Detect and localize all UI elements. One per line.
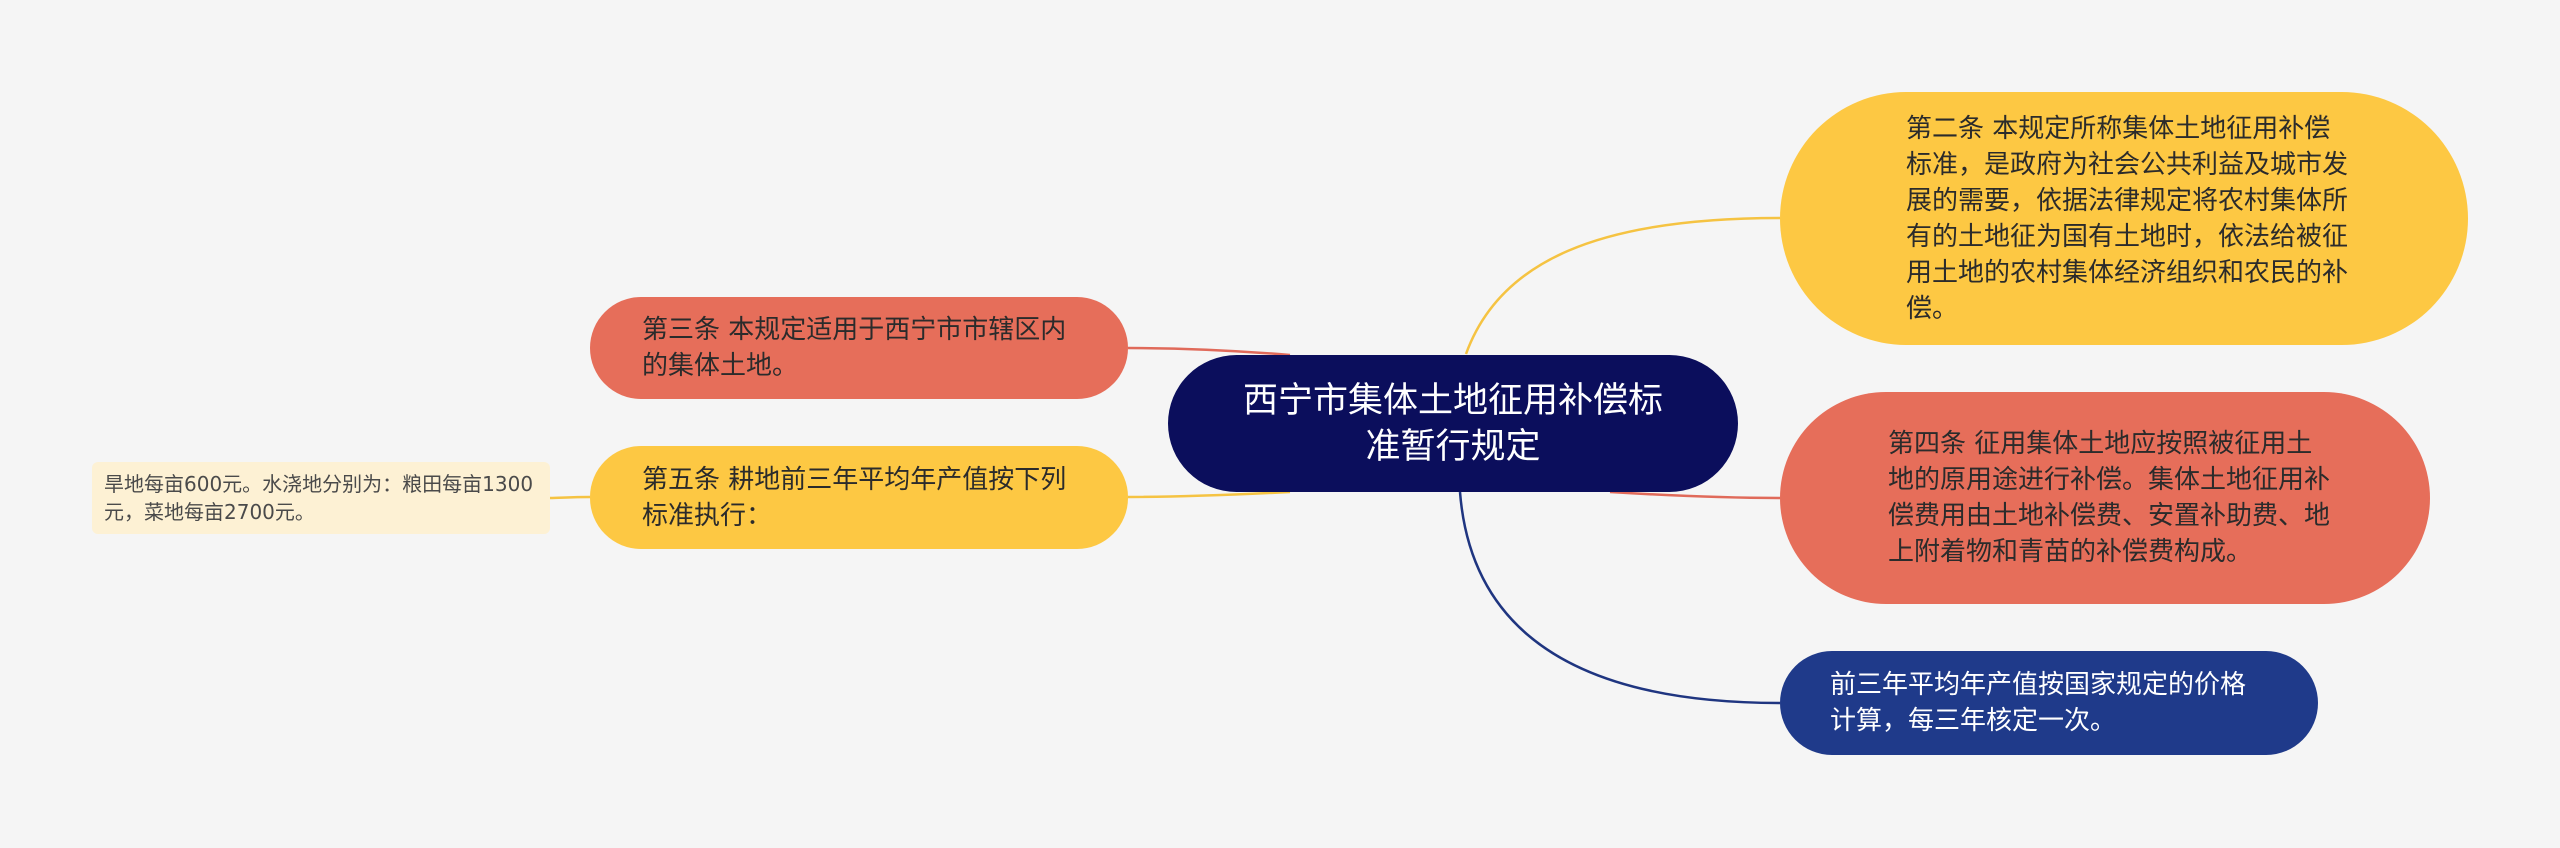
article2-text: 第二条 本规定所称集体土地征用补偿标准，是政府为社会公共利益及城市发展的需要，依… — [1906, 113, 2349, 324]
article5-text: 第五条 耕地前三年平均年产值按下列标准执行： — [642, 464, 1067, 531]
link-root-article4 — [1609, 490, 1781, 500]
link-root-article5 — [1127, 490, 1291, 499]
link-root-article2 — [1464, 216, 1781, 355]
branch-article4[interactable]: 第四条 征用集体土地应按照被征用土地的原用途进行补偿。集体土地征用补偿费用由土地… — [1780, 392, 2430, 604]
article4-text: 第四条 征用集体土地应按照被征用土地的原用途进行补偿。集体土地征用补偿费用由土地… — [1888, 429, 2331, 567]
branch-article3[interactable]: 第三条 本规定适用于西宁市市辖区内的集体土地。 — [590, 297, 1128, 399]
price-note-text: 前三年平均年产值按国家规定的价格计算，每三年核定一次。 — [1830, 670, 2247, 736]
link-root-price-note — [1458, 491, 1781, 705]
article3-text: 第三条 本规定适用于西宁市市辖区内的集体土地。 — [642, 315, 1067, 381]
link-article5-leaf — [549, 495, 591, 500]
link-root-article3 — [1127, 346, 1291, 357]
root-title: 西宁市集体土地征用补偿标准暂行规定 — [1242, 380, 1663, 467]
branch-price-note[interactable]: 前三年平均年产值按国家规定的价格计算，每三年核定一次。 — [1780, 651, 2318, 755]
article5-detail-text: 旱地每亩600元。水浇地分别为：粮田每亩1300元，菜地每亩2700元。 — [104, 472, 534, 524]
branch-article2[interactable]: 第二条 本规定所称集体土地征用补偿标准，是政府为社会公共利益及城市发展的需要，依… — [1780, 92, 2468, 345]
leaf-article5-detail[interactable]: 旱地每亩600元。水浇地分别为：粮田每亩1300元，菜地每亩2700元。 — [92, 462, 550, 534]
branch-article5[interactable]: 第五条 耕地前三年平均年产值按下列标准执行： — [590, 446, 1128, 549]
root-node[interactable]: 西宁市集体土地征用补偿标准暂行规定 — [1168, 355, 1738, 492]
